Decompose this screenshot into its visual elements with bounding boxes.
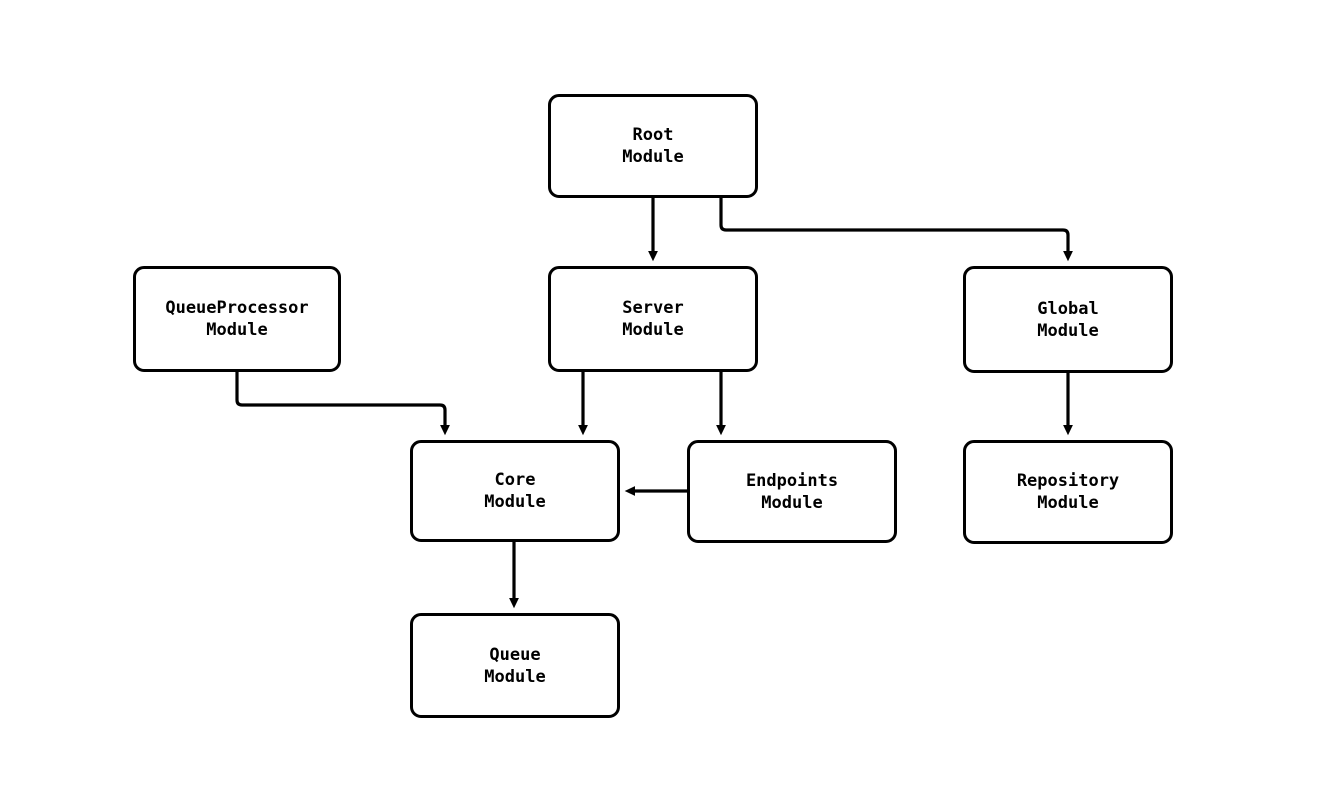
node-label-line2: Module bbox=[206, 320, 268, 340]
node-label-line1: Root bbox=[632, 125, 674, 145]
node-label-line1: Core bbox=[494, 470, 536, 490]
node-label-line1: Endpoints bbox=[745, 470, 839, 491]
node-label-line2: Module bbox=[1037, 493, 1099, 513]
node-label-line1: Server bbox=[622, 298, 684, 318]
node-root-module[interactable]: Root Module bbox=[548, 94, 758, 198]
edge-root-to-global bbox=[719, 198, 1073, 262]
node-label-line2: Module bbox=[484, 492, 546, 512]
edge-queueprocessor-to-core bbox=[235, 372, 450, 436]
node-label-line1: Queue bbox=[489, 644, 541, 665]
node-queueprocessor-module[interactable]: QueueProcessor Module bbox=[133, 266, 341, 372]
node-server-module[interactable]: Server Module bbox=[548, 266, 758, 372]
node-label-line2: Module bbox=[484, 666, 546, 687]
node-label-line1: QueueProcessor bbox=[165, 298, 309, 318]
node-queue-module[interactable]: Queue Module bbox=[410, 613, 620, 718]
node-label-line2: Module bbox=[622, 147, 684, 167]
node-core-module[interactable]: Core Module bbox=[410, 440, 620, 542]
node-label-line2: Module bbox=[761, 492, 823, 513]
node-label-line2: Module bbox=[622, 320, 684, 340]
node-repository-module[interactable]: Repository Module bbox=[963, 440, 1173, 544]
node-label-line1: Repository bbox=[1016, 471, 1120, 491]
node-endpoints-module[interactable]: Endpoints Module bbox=[687, 440, 897, 543]
node-label-line1: Global bbox=[1037, 298, 1099, 319]
node-global-module[interactable]: Global Module bbox=[963, 266, 1173, 373]
node-label-line2: Module bbox=[1037, 320, 1099, 341]
